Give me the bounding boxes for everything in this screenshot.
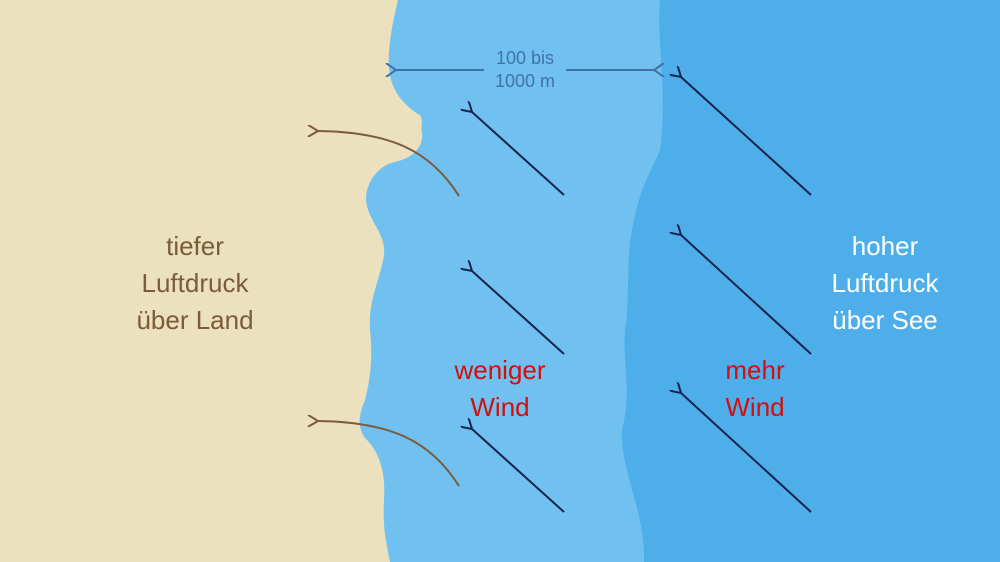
label-line: Wind (470, 392, 530, 422)
wind-arrow (472, 112, 565, 196)
label-line: 1000 m (494, 71, 556, 91)
low-pressure-land-label: tiefer Luftdruck über Land (90, 228, 300, 339)
less-wind-label: weniger Wind (420, 352, 580, 426)
land-wind-arrow (318, 421, 460, 487)
label-line: über See (832, 305, 938, 335)
label-line: weniger (454, 355, 546, 385)
label-line: hoher (851, 231, 919, 261)
distance-label: 100 bis 1000 m (470, 47, 580, 93)
land-wind-arrow (318, 131, 460, 197)
wind-arrow (472, 429, 565, 513)
wind-arrow (681, 77, 812, 196)
land-wind-arrows (318, 131, 460, 487)
label-line: Luftdruck (141, 268, 249, 298)
wind-arrow (472, 271, 565, 355)
label-line: über Land (136, 305, 254, 335)
label-line: 100 bis (495, 48, 555, 68)
wind-arrow (681, 393, 812, 513)
label-line: mehr (725, 355, 785, 385)
sea-wind-arrows (472, 77, 812, 513)
label-line: Wind (725, 392, 785, 422)
wind-arrow (681, 235, 812, 355)
high-pressure-sea-label: hoher Luftdruck über See (785, 228, 985, 339)
label-line: tiefer (166, 231, 224, 261)
label-line: Luftdruck (831, 268, 939, 298)
more-wind-label: mehr Wind (680, 352, 830, 426)
